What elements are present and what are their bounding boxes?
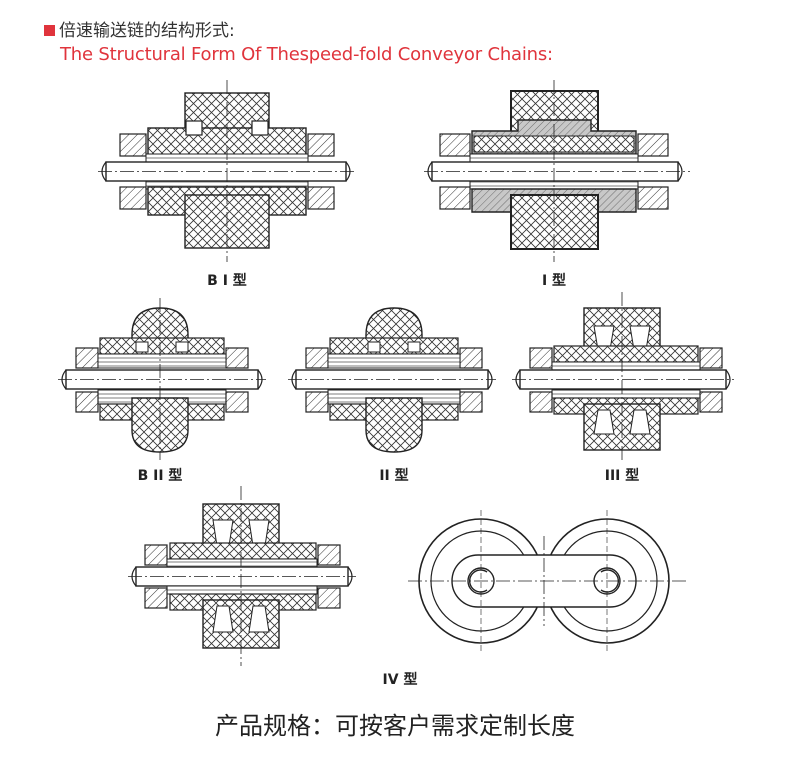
ii-lower-roller [365,397,423,453]
caption-iii: III 型 [605,467,640,484]
section-title-cn: 倍速输送链的结构形式: [44,16,235,41]
caption-ii: II 型 [379,467,408,484]
section-title-cn-text: 倍速输送链的结构形式: [59,21,235,41]
chain-structure-diagrams: B I 型 I 型 B II 型 II 型 III 型 IV 型 [58,80,734,688]
diagram-iii [512,292,734,462]
diagram-ii [288,307,496,453]
caption-i: I 型 [542,272,566,289]
diagram-side-view [408,510,688,652]
section-title-en: The Structural Form Of Thespeed-fold Con… [60,44,553,65]
caption-bi: B I 型 [207,272,247,289]
caption-iv: IV 型 [383,671,418,688]
caption-bii: B II 型 [138,467,183,484]
red-square-icon [44,25,55,36]
diagram-i [424,80,690,262]
diagram-iv [128,486,356,666]
diagram-bi [98,80,356,262]
i-lower-roller [510,194,599,250]
diagram-bii [58,298,266,460]
product-spec-note: 产品规格：可按客户需求定制长度 [215,712,575,740]
